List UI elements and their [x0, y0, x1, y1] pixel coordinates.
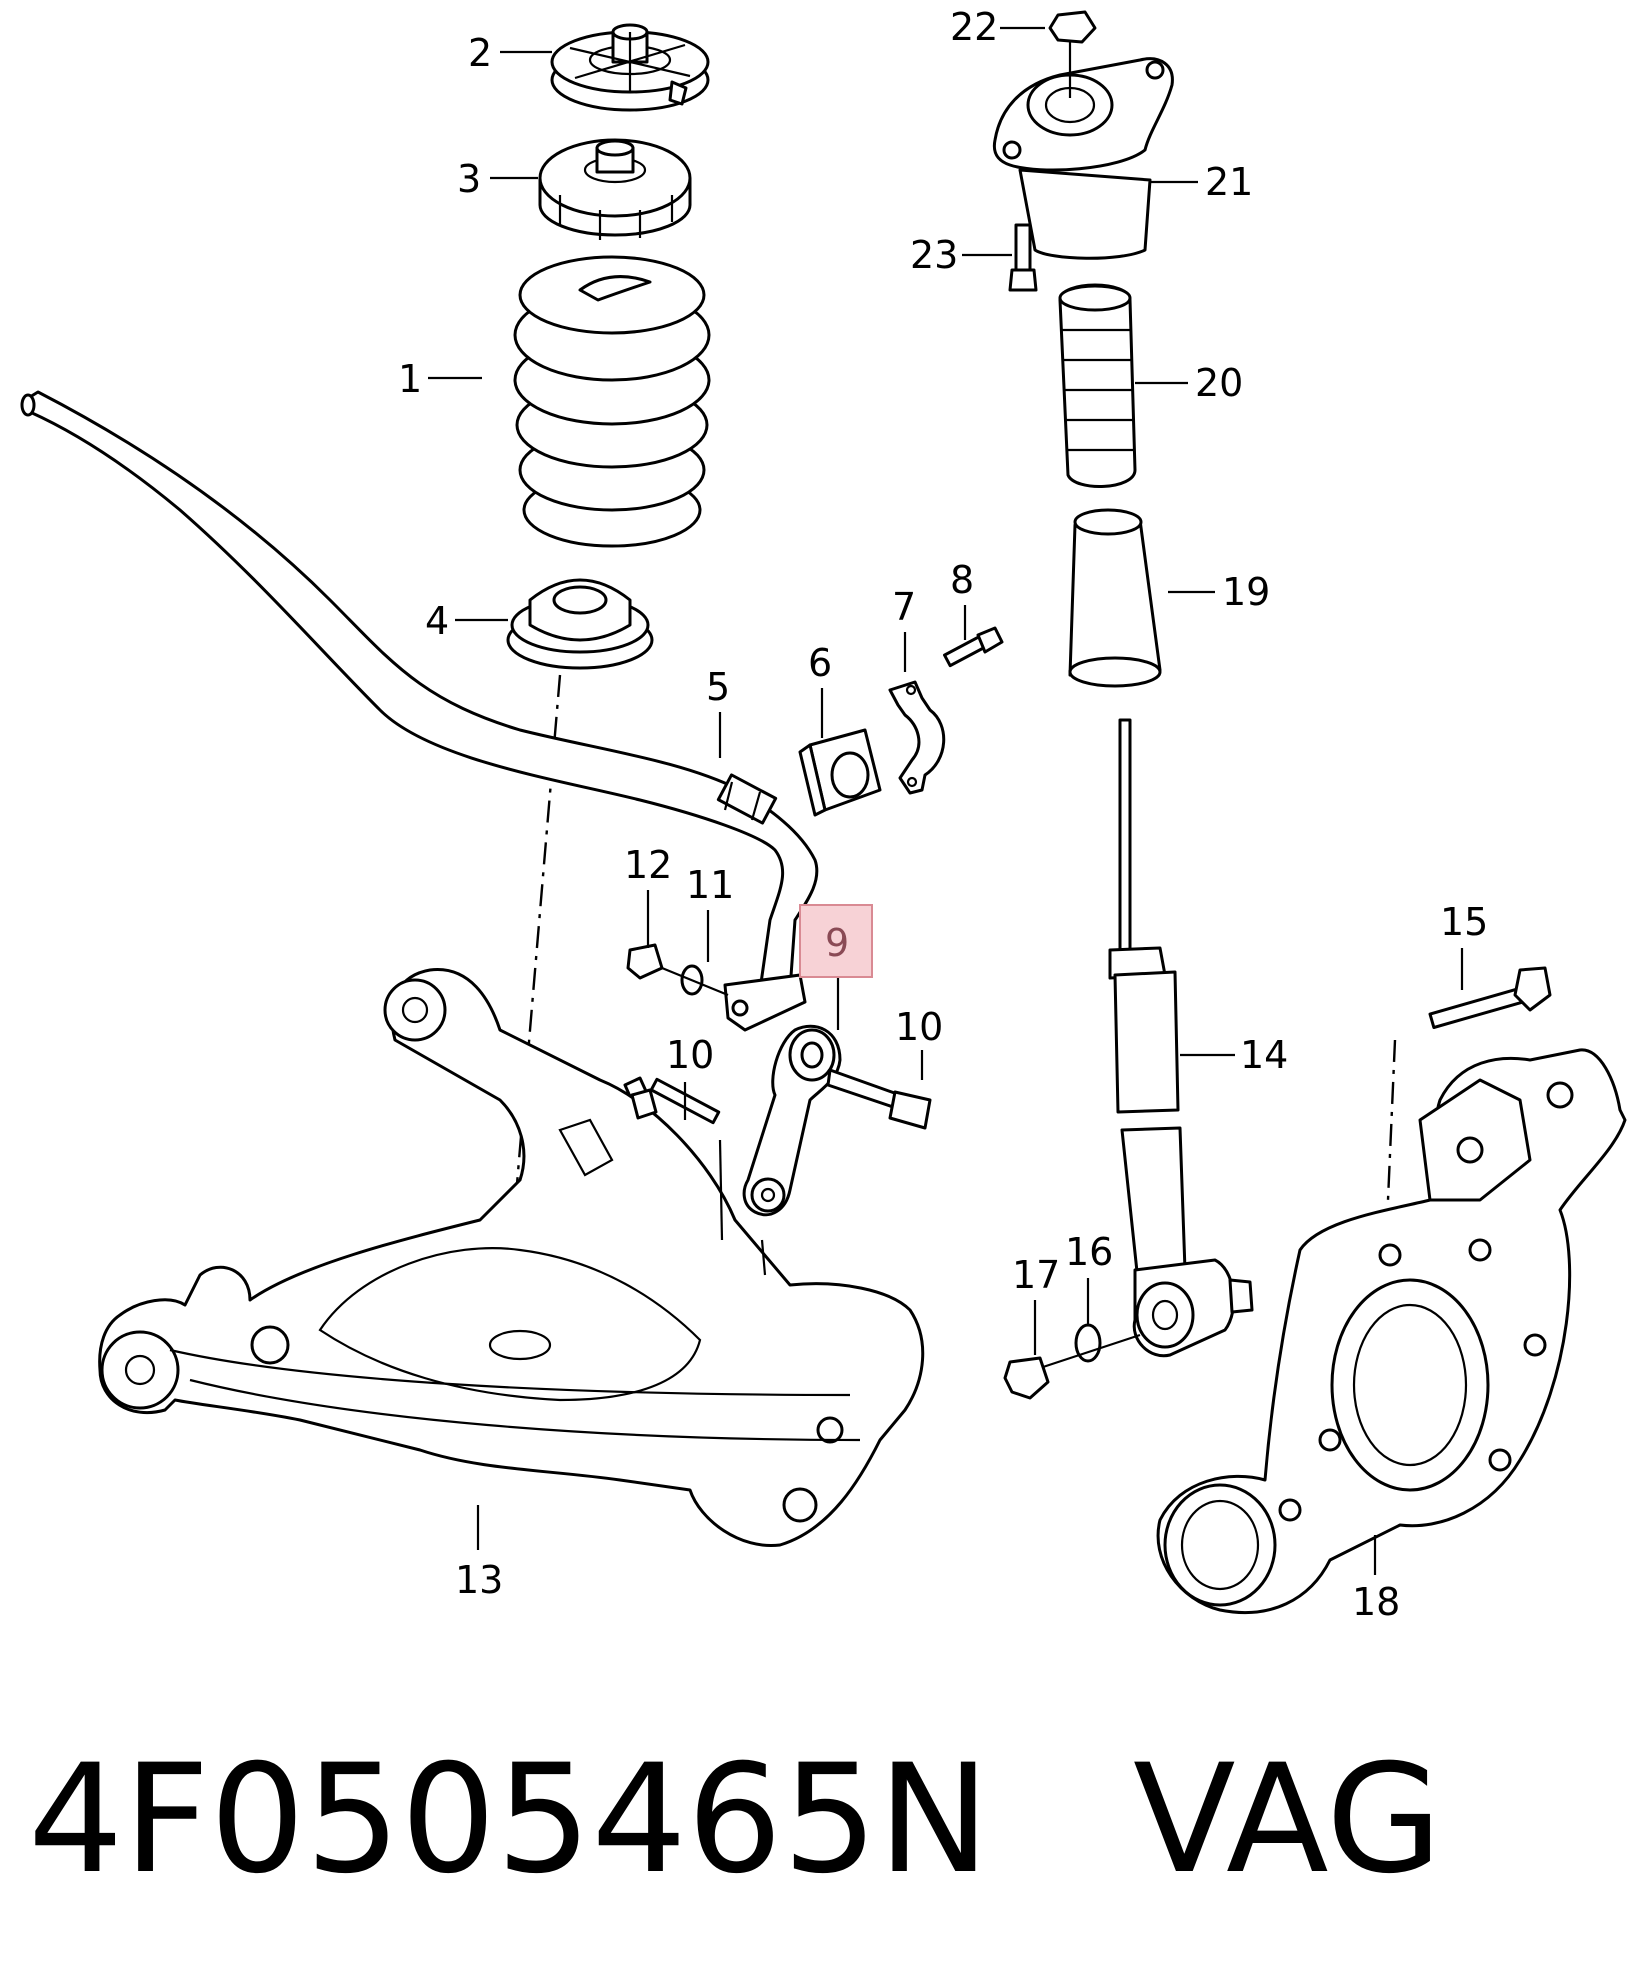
callout-17: 17	[1012, 1253, 1060, 1297]
part-20-bump-stop	[1058, 283, 1137, 488]
part-number: 4F0505465N	[28, 1733, 990, 1907]
callout-9: 9	[825, 921, 849, 965]
part-2-spring-seat	[550, 23, 710, 112]
callout-6: 6	[808, 641, 832, 685]
callout-9-highlight-box	[799, 904, 873, 978]
part-9-coupling-rod	[742, 1024, 932, 1217]
callout-12: 12	[624, 843, 672, 887]
callout-13: 13	[455, 1558, 503, 1602]
axis-line-knuckle	[1386, 1039, 1397, 1201]
part-22-nut	[1048, 10, 1097, 44]
callout-8: 8	[950, 558, 974, 602]
part-18-wheel-bearing-housing	[1156, 1048, 1627, 1615]
callout-10-lower: 10	[666, 1033, 714, 1077]
callout-15: 15	[1440, 900, 1488, 944]
callout-3: 3	[457, 157, 481, 201]
leader-lines	[428, 26, 1464, 1575]
callout-1: 1	[398, 357, 422, 401]
part-17-nut	[1003, 1356, 1050, 1400]
callout-5: 5	[706, 665, 730, 709]
part-23-bolt	[1008, 223, 1038, 292]
brand-name: VAG	[1133, 1733, 1443, 1907]
callout-2: 2	[468, 31, 492, 75]
part-16-washer	[1039, 1323, 1141, 1370]
callout-21: 21	[1205, 160, 1253, 204]
part-4-lower-spring-seat	[506, 578, 654, 670]
part-12-nut	[626, 943, 729, 997]
callout-20: 20	[1195, 361, 1243, 405]
callout-labels: 1 2 3 4 5 6 7 8 9 10 10 11 12 13 14 15 1…	[398, 5, 1488, 1624]
callout-18: 18	[1352, 1580, 1400, 1624]
part-number-caption: 4F0505465N VAG	[28, 1745, 1442, 1895]
part-7-clamp	[888, 680, 946, 795]
callout-16: 16	[1065, 1230, 1113, 1274]
part-19-protective-tube	[1068, 508, 1162, 688]
part-10-bolt-lower	[630, 1088, 658, 1120]
caption-spacer	[990, 1733, 1133, 1907]
callout-22: 22	[950, 5, 998, 49]
callout-19: 19	[1222, 570, 1270, 614]
part-6-bush	[798, 728, 882, 817]
callout-7: 7	[892, 585, 916, 629]
callout-23: 23	[910, 233, 958, 277]
part-13-control-arm	[98, 968, 925, 1548]
callout-10-upper: 10	[895, 1005, 943, 1049]
part-21-strut-mount	[992, 42, 1174, 260]
callout-11: 11	[686, 863, 734, 907]
part-5-stabilizer-bar	[20, 390, 819, 1032]
callout-14: 14	[1240, 1033, 1288, 1077]
part-15-bolt	[1428, 966, 1552, 1030]
part-14-shock-absorber	[1108, 718, 1254, 1358]
part-1-coil-spring	[513, 255, 711, 548]
callout-4: 4	[425, 599, 449, 643]
part-3-spring-cap	[538, 138, 692, 240]
part-8-bolt	[943, 626, 1004, 668]
